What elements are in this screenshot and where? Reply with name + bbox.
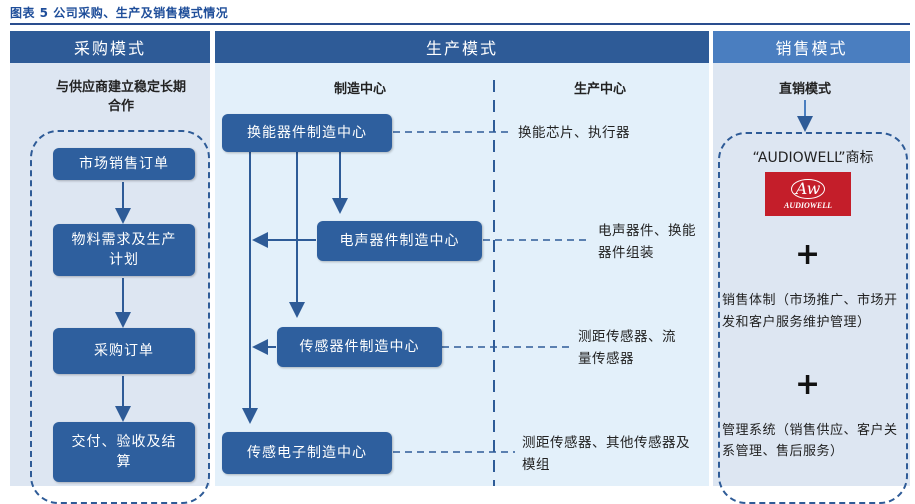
step-purchase-order: 采购订单	[53, 328, 195, 374]
logo-mark: Aw	[790, 178, 826, 199]
header-sales: 销售模式	[713, 31, 910, 63]
management-system: 管理系统（销售供应、客户关系管理、售后服务）	[722, 423, 898, 459]
mfg-center-label: 制造中心	[333, 82, 386, 97]
output-transducer: 换能芯片、执行器	[518, 125, 630, 141]
center-electroacoustic: 电声器件制造中心	[317, 221, 482, 261]
step-material-plan: 物料需求及生产计划	[53, 224, 195, 276]
output-sensor-electronics: 测距传感器、其他传感器及模组	[522, 435, 690, 473]
center-sensor-electronics: 传感电子制造中心	[222, 432, 392, 474]
step-delivery: 交付、验收及结算	[53, 422, 195, 482]
sales-mode: 直销模式	[778, 82, 831, 97]
figure-title: 图表 5 公司采购、生产及销售模式情况	[10, 6, 229, 20]
output-sensor-device: 测距传感器、流量传感器	[578, 329, 676, 367]
brand-text: “AUDIOWELL”商标	[752, 150, 874, 166]
step-market-order: 市场销售订单	[53, 148, 195, 180]
header-production: 生产模式	[215, 31, 709, 63]
sales-system: 销售体制（市场推广、市场开发和客户服务维护管理）	[722, 293, 898, 330]
prod-center-label: 生产中心	[573, 82, 626, 97]
center-transducer: 换能器件制造中心	[222, 114, 392, 152]
audiowell-logo: Aw AUDIOWELL	[765, 172, 851, 216]
plus-1: +	[795, 237, 821, 272]
procurement-subtitle: 与供应商建立稳定长期合作	[56, 80, 187, 114]
output-electroacoustic: 电声器件、换能器件组装	[598, 223, 696, 261]
header-procurement: 采购模式	[10, 31, 210, 63]
connector-lines	[115, 80, 813, 486]
center-sensor-device: 传感器件制造中心	[277, 327, 442, 367]
logo-text: AUDIOWELL	[783, 200, 832, 210]
plus-2: +	[795, 367, 821, 402]
title-rule	[10, 23, 910, 25]
